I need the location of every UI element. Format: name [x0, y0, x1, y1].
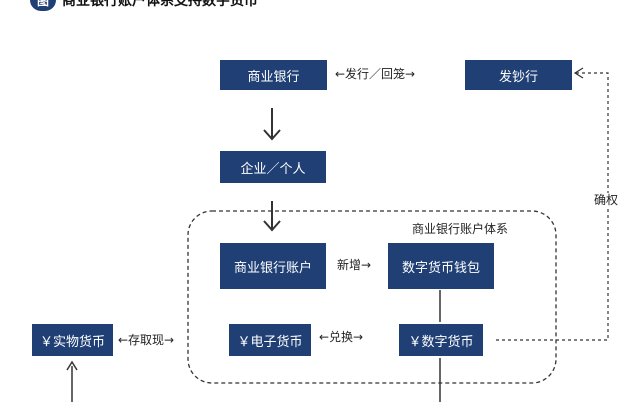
confirm-arrowhead [573, 67, 584, 79]
confirm-dashed-path [496, 72, 609, 341]
node-commercial-bank: 商业银行 [220, 60, 327, 90]
label-exchange: ←兑换→ [319, 330, 364, 344]
bank-account-system-region [187, 210, 557, 384]
node-electronic-currency: ￥电子货币 [229, 324, 311, 356]
figure-title: 商业银行账户体系支持数字货币 [62, 0, 258, 9]
label-confirm-rights: 确权 [594, 193, 619, 207]
arrowhead-bank-to-enterprise [263, 129, 281, 141]
node-bank-account: 商业银行账户 [220, 243, 326, 289]
arrowhead-enterprise-to-account [263, 220, 281, 232]
node-central-bank: 发钞行 [465, 60, 572, 90]
arrowhead-physical-up [66, 360, 78, 371]
node-physical-currency: ￥实物货币 [32, 324, 113, 356]
label-bank-account-system: 商业银行账户体系 [412, 222, 509, 236]
label-issue-return: ←发行／回笼→ [335, 67, 416, 81]
label-deposit-withdraw: ←存取现→ [118, 333, 175, 347]
figure-badge: 图 [30, 0, 56, 11]
node-enterprise-individual: 企业／个人 [220, 151, 326, 183]
label-add: 新增→ [337, 258, 372, 272]
node-digital-wallet: 数字货币钱包 [388, 243, 494, 289]
node-digital-currency: ￥数字货币 [399, 324, 483, 356]
figure-title-bar: 图 商业银行账户体系支持数字货币 [30, 0, 258, 12]
